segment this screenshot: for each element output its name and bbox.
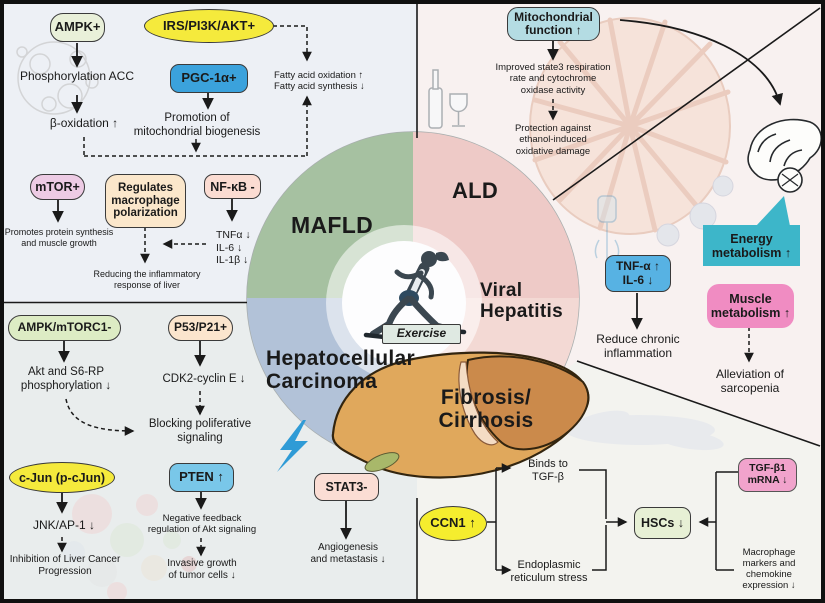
stellate-cell-illustration [565,410,724,451]
blocking-proliferative-text: Blocking poliferative signaling [148,418,252,444]
regulates-macrophage-node: Regulates macrophage polarization [105,174,186,228]
cell-cluster-sketch [16,41,99,115]
disease-wheel [246,131,580,465]
jnk-ap1-text: JNK/AP-1 ↓ [32,517,95,532]
ald-label: ALD [451,178,499,204]
dashed-connectors [57,25,754,557]
hscs-node: HSCs ↓ [634,507,691,539]
hcc-label: Hepatocellular Carcinoma [266,346,415,393]
inhibition-text: Inhibition of Liver Cancer Progression [9,554,121,577]
improved-respiration-text: Improved state3 respiration rate and cyt… [495,62,611,96]
pten-node: PTEN ↑ [169,463,234,492]
tnf-il6-node: TNF-α ↑ IL-6 ↓ [605,255,671,292]
energy-bubble-tail [756,196,790,226]
macrophage-markers-text: Macrophage markers and chemokine express… [742,546,796,592]
invasive-growth-text: Invasive growth of tumor cells ↓ [167,558,237,581]
protection-text: Protection against ethanol-induced oxida… [514,123,592,157]
nfkb-node: NF-κB - [204,174,261,199]
exercise-label: Exercise [382,324,461,344]
stat3-node: STAT3- [314,473,379,501]
promotion-text: Promotion of mitochondrial biogenesis [133,112,261,138]
muscle-metabolism-node: Muscle metabolism ↑ [707,284,794,328]
connector-arrows [52,19,783,575]
viral-hepatitis-label: Viral Hepatitis [480,280,563,322]
alleviation-text: Alleviation of sarcopenia [715,366,785,395]
akt-s6rp-text: Akt and S6-RP phosphorylation ↓ [20,366,112,392]
liver-illustration [331,351,590,479]
reducing-inflammatory-text: Reducing the inflammatory response of li… [93,269,201,290]
cdk2-cyclin-text: CDK2-cyclin E ↓ [162,373,246,386]
mtor-node: mTOR+ [30,174,85,200]
cytokines-text: TNFα ↓ IL-6 ↓ IL-1β ↓ [216,229,251,267]
fatty-acid-text: Fatty acid oxidation ↑ Fatty acid synthe… [274,69,365,92]
reduce-chronic-text: Reduce chronic inflammation [596,331,680,360]
mafld-label: MAFLD [291,212,373,239]
energy-metabolism-node: Energy metabolism ↑ [703,225,800,266]
tgfb1-mrna-node: TGF-β1 mRNA ↓ [738,458,797,492]
cells-illustration [63,494,197,599]
ampk-node: AMPK+ [50,13,105,42]
phosphorylation-acc-text: Phosphorylation ACC [19,68,135,83]
wine-bottle-icon [428,69,468,129]
mitochondrial-function-node: Mitochondrial function ↑ [507,7,600,41]
beta-oxidation-text: β-oxidation ↑ [49,115,119,130]
c-jun-node: c-Jun (p-cJun) [9,462,115,493]
er-stress-text: Endoplasmic reticulum stress [510,559,588,584]
mitochondrion-sketch-icon [747,118,821,193]
bacteriophage-icon [594,195,620,260]
pgc1a-node: PGC-1α+ [170,64,248,93]
angiogenesis-text: Angiogenesis and metastasis ↓ [310,542,386,565]
lightning-icon [277,420,308,472]
irs-pi3k-akt-node: IRS/PI3K/AKT+ [144,9,274,43]
p53-p21-node: P53/P21+ [168,315,233,341]
fibrosis-label: Fibrosis/ Cirrhosis [438,386,534,432]
negative-feedback-text: Negative feedback regulation of Akt sign… [147,512,257,535]
binds-to-tgfb-text: Binds to TGF-β [528,458,568,483]
promotes-protein-text: Promotes protein synthesis and muscle gr… [4,227,114,248]
ccn1-node: CCN1 ↑ [419,506,487,541]
diagram-graphics [4,4,821,599]
ampk-mtorc1-node: AMPK/mTORC1- [8,315,121,341]
divider-lines [4,4,821,599]
